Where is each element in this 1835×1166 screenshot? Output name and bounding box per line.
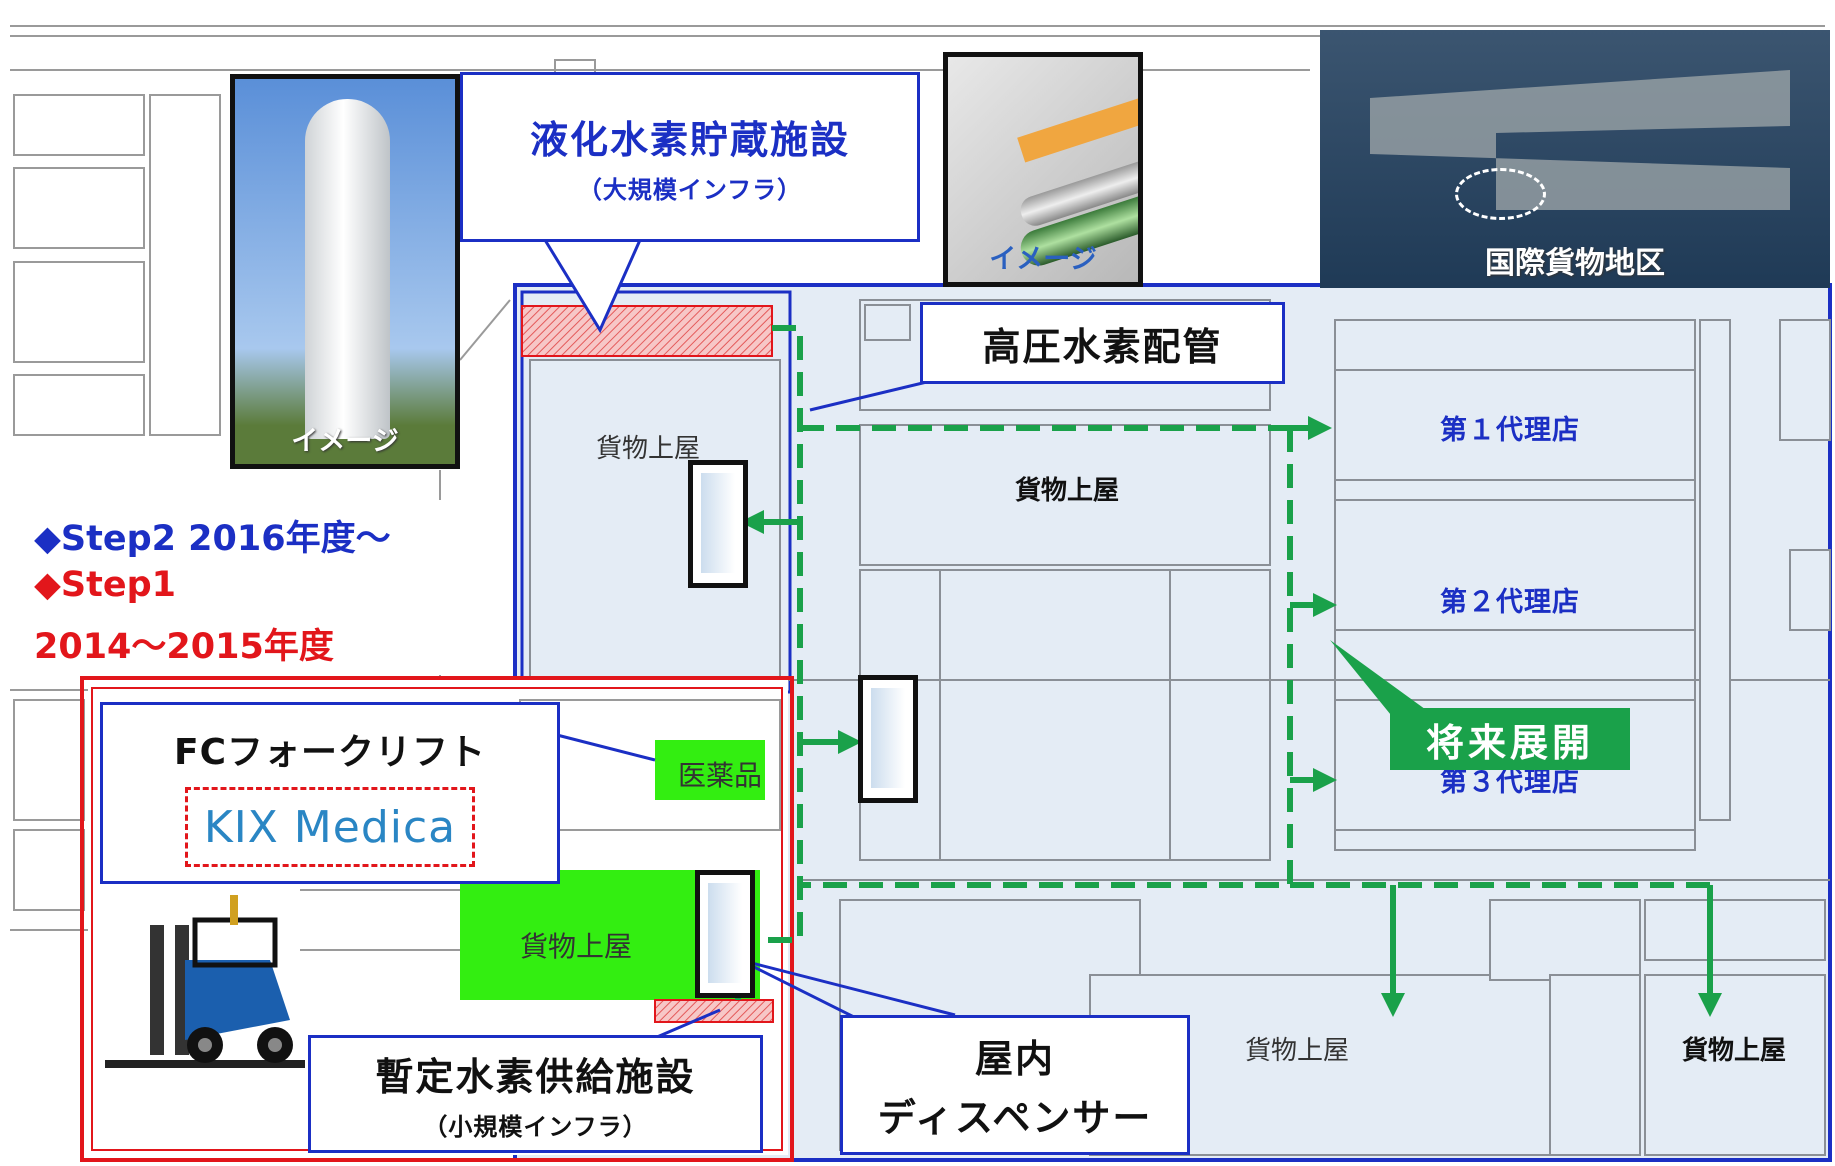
- lh2-storage-callout: 液化水素貯蔵施設 （大規模インフラ）: [460, 72, 920, 242]
- dispenser-icon-2: [858, 675, 918, 803]
- aerial-photo: 国際貨物地区: [1320, 30, 1830, 288]
- agent-2-label: 第２代理店: [1440, 587, 1580, 618]
- legend-step1-label: ◆Step1: [34, 565, 176, 605]
- dispenser-icon-3: [695, 870, 755, 998]
- cargo-label-3: 貨物上屋: [520, 930, 633, 963]
- legend-step1-period: 2014～2015年度: [34, 627, 334, 667]
- cargo-district-marker: [1455, 168, 1546, 220]
- hydrogen-route-arrows: [726, 416, 1722, 1017]
- airport-island-shape: [1370, 70, 1790, 210]
- temp-supply-title: 暫定水素供給施設: [375, 1055, 696, 1099]
- agent-1-label: 第１代理店: [1440, 415, 1580, 446]
- aerial-photo-caption: 国際貨物地区: [1485, 246, 1665, 281]
- lh2-storage-area: [521, 305, 773, 357]
- pharma-building-fill: [655, 740, 765, 800]
- pipe-photo-caption: イメージ: [989, 244, 1097, 275]
- cargo-label-1: 貨物上屋: [596, 434, 701, 464]
- forklift-title: FCフォークリフト: [173, 732, 486, 773]
- cargo-label-2: 貨物上屋: [1015, 476, 1120, 506]
- legend-step2: ◆Step2 2016年度～: [34, 519, 391, 559]
- future-development-badge: 将来展開: [1390, 708, 1630, 770]
- step1-area-border: [80, 676, 794, 1162]
- dispenser-body-1: [701, 473, 735, 573]
- dispenser-body-2: [871, 688, 905, 788]
- lh2-tank-photo: イメージ: [230, 74, 460, 469]
- indoor-dispenser-callout: 屋内 ディスペンサー: [840, 1015, 1190, 1155]
- tank-shape: [305, 99, 390, 439]
- pipeline-title: 高圧水素配管: [982, 324, 1223, 369]
- cargo-label-4: 貨物上屋: [1245, 1036, 1350, 1066]
- indoor-dispenser-line2: ディスペンサー: [877, 1096, 1153, 1140]
- pharma-label: 医薬品: [678, 759, 763, 792]
- step-legend: ◆Step2 2016年度～ ◆Step1 2014～2015年度: [22, 500, 492, 675]
- cargo-label-5: 貨物上屋: [1682, 1036, 1787, 1066]
- future-pointer: [1330, 640, 1440, 720]
- lh2-storage-title: 液化水素貯蔵施設: [529, 118, 850, 162]
- dispenser-icon-1: [688, 460, 748, 588]
- kix-medica-logo-text: KIX Medica: [203, 801, 457, 853]
- pipe-warning-tape: [1017, 97, 1138, 163]
- forklift-callout: FCフォークリフト KIX Medica: [100, 702, 560, 884]
- kix-medica-logo: KIX Medica: [185, 787, 475, 867]
- lh2-storage-subtitle: （大規模インフラ）: [577, 176, 803, 204]
- future-development-text: 将来展開: [1425, 720, 1594, 765]
- tank-photo-caption: イメージ: [291, 426, 399, 457]
- temp-supply-subtitle: （小規模インフラ）: [423, 1113, 648, 1141]
- dispenser-body-3: [708, 883, 742, 983]
- indoor-dispenser-line1: 屋内: [974, 1037, 1055, 1081]
- hydrogen-pipeline-routes: [760, 325, 1720, 943]
- pipeline-callout: 高圧水素配管: [920, 302, 1285, 384]
- fc-forklift-illustration: [105, 895, 305, 1068]
- temp-supply-callout: 暫定水素供給施設 （小規模インフラ）: [308, 1035, 763, 1153]
- agent-3-label: 第３代理店: [1440, 767, 1580, 798]
- pipe-photo: イメージ: [943, 52, 1143, 287]
